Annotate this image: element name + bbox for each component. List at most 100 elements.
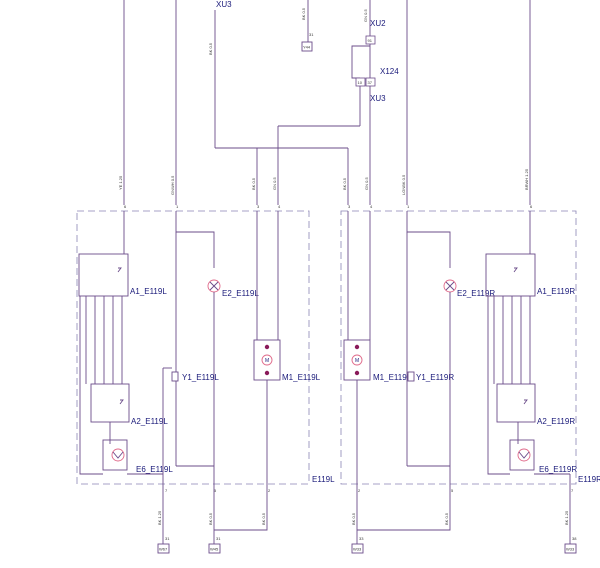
e6r-lamp-filament	[518, 451, 530, 459]
component-y1-e119r	[407, 371, 415, 382]
terminal-y44-label: Y44	[303, 45, 311, 50]
wire-label-gnwh-l: GNWH 0.5	[170, 175, 175, 195]
terminal-w33-b-label: W33	[566, 547, 575, 552]
wire-bottom-5	[357, 466, 451, 531]
terminal-w67-label: W67	[159, 547, 168, 552]
connector-x124-pin-left	[355, 77, 366, 87]
pin-l1: 1	[176, 204, 179, 209]
component-a1-e119r	[485, 253, 536, 297]
pin-l4: 4	[278, 204, 281, 209]
m1r-dot-top	[354, 344, 360, 350]
connector-x124-label: X124	[380, 67, 399, 76]
m1r-motor-symbol: M	[355, 358, 359, 364]
pin-l3: 3	[257, 204, 260, 209]
wire-label-bk-b5: BK 0.5	[444, 512, 449, 525]
connector-x124-pin-left-label: 10	[358, 80, 363, 85]
wire-label-bk-r: BK 0.5	[342, 177, 347, 190]
wire-label-bk-b4: BK 0.5	[351, 512, 356, 525]
component-a2-e119r-label: A2_E119R	[537, 417, 575, 426]
wire-bottom-3	[214, 484, 268, 531]
pin-bt-r33: 33	[359, 536, 364, 541]
m1l-motor-symbol: M	[265, 358, 269, 364]
terminal-w33-b	[564, 543, 577, 554]
pin-bt-l31: 31	[165, 536, 170, 541]
e6l-lamp-filament	[112, 451, 124, 459]
component-e6-e119r-label: E6_E119R	[539, 465, 577, 474]
wire-label-bk-b2: BK 0.5	[208, 512, 213, 525]
component-a2-e119r	[496, 383, 536, 423]
e6l-lamp-icon	[111, 448, 125, 462]
terminal-w33-a-label: W33	[353, 547, 362, 552]
wire-label-gn-l: GN 0.5	[272, 177, 277, 190]
connector-xu3-label: XU3	[370, 94, 386, 103]
a2r-icon	[523, 399, 528, 405]
wire-label-gn-top: GN 0.5	[363, 9, 368, 22]
m1r-dot-bottom	[354, 370, 360, 376]
component-e6-e119r	[509, 439, 535, 471]
pin-bt-l31b: 31	[216, 536, 221, 541]
pin-br5: 5	[451, 488, 454, 493]
wire-e2l-top	[175, 211, 215, 268]
wire-label-bk-l: BK 0.5	[251, 177, 256, 190]
component-m1-e119l-label: M1_E119L	[282, 373, 321, 382]
pin-br2: 2	[358, 488, 361, 493]
component-a1-e119l	[78, 253, 129, 297]
pin-r3: 3	[348, 204, 351, 209]
component-y1-e119r-label: Y1_E119R	[416, 373, 454, 382]
component-a1-e119l-label: A1_E119L	[130, 287, 167, 296]
a1r-icon	[513, 267, 518, 273]
pin-bl5: 5	[214, 488, 217, 493]
connector-xu2-pin	[365, 35, 376, 45]
m1l-dot-bottom	[264, 370, 270, 376]
component-a1-e119r-label: A1_E119R	[537, 287, 575, 296]
a1l-icon	[117, 267, 122, 273]
terminal-y44-pin: 31	[309, 32, 314, 37]
wire-label-bk-b3: BK 0.5	[261, 512, 266, 525]
wire-label-bk-top2: BK 0.5	[208, 42, 213, 55]
wire-e2r-top	[406, 211, 451, 268]
terminal-w45	[208, 543, 221, 554]
e2r-lamp-cross	[445, 281, 455, 291]
terminal-w33-a	[351, 543, 364, 554]
pin-l6: 6	[124, 204, 127, 209]
wire-e6r-bottom	[487, 470, 510, 475]
wire-label-lgnbk-r: LGNBK 0.5	[401, 174, 406, 195]
wire-label-ye-l: YE 1.25	[118, 175, 123, 190]
pin-r4: 4	[370, 204, 373, 209]
connector-x124-pin-right-label: 37	[368, 80, 373, 85]
group-e119r-boundary	[340, 210, 577, 485]
wire-label-bk-b1: BK 1.25	[157, 510, 162, 525]
component-e6-e119l	[102, 439, 128, 471]
group-e119l-label: E119L	[312, 475, 335, 484]
terminal-y44	[301, 41, 313, 52]
m1r-motor-icon	[351, 354, 363, 366]
pin-br7: 7	[571, 488, 574, 493]
group-e119l-boundary	[76, 210, 310, 485]
component-y1-e119l-label: Y1_E119L	[182, 373, 219, 382]
m1l-dot-top	[264, 344, 270, 350]
component-a2-e119l	[90, 383, 130, 423]
wire-e6l-bottom	[79, 470, 103, 475]
component-e6-e119l-label: E6_E119L	[136, 465, 173, 474]
wire-x124-loop	[351, 45, 370, 79]
a2l-icon	[119, 399, 124, 405]
component-e2-e119l-label: E2_E119L	[222, 289, 259, 298]
terminal-w45-label: W45	[210, 547, 219, 552]
wire-label-bk-b6: BK 1.25	[564, 510, 569, 525]
pin-bl2: 2	[268, 488, 271, 493]
connector-xu3-top-label: XU3	[216, 0, 232, 9]
wire-label-brwh-r: BRWH 1.25	[524, 168, 529, 190]
component-y1-e119l	[171, 371, 179, 382]
wire-label-gn-r: GN 0.5	[364, 177, 369, 190]
group-e119r-label: E119R	[578, 475, 600, 484]
component-m1-e119r-label: M1_E119R	[373, 373, 413, 382]
e2l-lamp-cross	[209, 281, 219, 291]
pin-r1: 1	[407, 204, 410, 209]
connector-xu2-label: XU2	[370, 19, 386, 28]
connector-xu2-pin-label: 91	[368, 38, 373, 43]
pin-bl7: 7	[165, 488, 168, 493]
e6r-lamp-icon	[517, 448, 531, 462]
m1l-motor-icon	[261, 354, 273, 366]
pin-bt-r38: 38	[572, 536, 577, 541]
